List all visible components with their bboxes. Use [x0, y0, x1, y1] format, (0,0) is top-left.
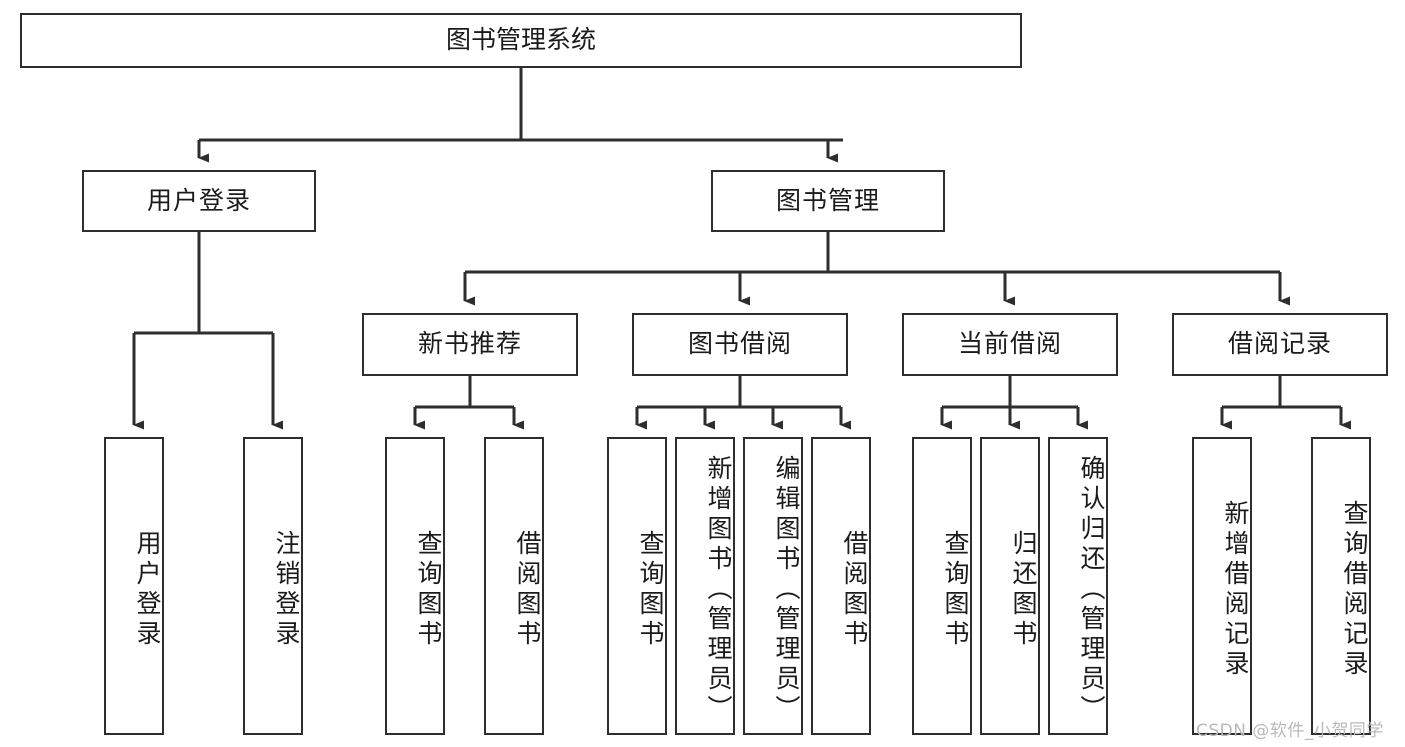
- leaf-query-book-recommend[interactable]: 查询图书: [385, 437, 445, 735]
- leaf-query-book-current[interactable]: 查询图书: [912, 437, 972, 735]
- node-label: 查询借阅记录: [1340, 500, 1369, 680]
- node-label: 归还图书: [1009, 530, 1038, 650]
- node-user-login[interactable]: 用户登录: [82, 170, 316, 232]
- node-label: 图书管理: [775, 185, 880, 215]
- node-label: 当前借阅: [957, 329, 1062, 359]
- node-label: 编辑图书（管理员）: [772, 455, 801, 725]
- node-new-book-recommend[interactable]: 新书推荐: [362, 313, 578, 376]
- node-label: 借阅图书: [840, 530, 869, 650]
- leaf-user-login[interactable]: 用户登录: [104, 437, 164, 735]
- node-label: 新书推荐: [417, 329, 522, 359]
- leaf-confirm-return-admin[interactable]: 确认归还（管理员）: [1048, 437, 1108, 735]
- node-label: 新增图书（管理员）: [704, 455, 733, 725]
- node-label: 注销登录: [272, 530, 301, 650]
- leaf-borrow-book-recommend[interactable]: 借阅图书: [484, 437, 544, 735]
- node-book-borrow[interactable]: 图书借阅: [632, 313, 848, 376]
- node-label: 查询图书: [414, 530, 443, 650]
- node-label: 查询图书: [941, 530, 970, 650]
- node-label: 用户登录: [133, 530, 162, 650]
- leaf-return-book[interactable]: 归还图书: [980, 437, 1040, 735]
- node-label: 新增借阅记录: [1221, 500, 1250, 680]
- leaf-add-borrow-record[interactable]: 新增借阅记录: [1192, 437, 1252, 735]
- leaf-logout[interactable]: 注销登录: [243, 437, 303, 735]
- node-label: 借阅记录: [1227, 329, 1332, 359]
- leaf-query-book-borrow[interactable]: 查询图书: [607, 437, 667, 735]
- node-borrow-record[interactable]: 借阅记录: [1172, 313, 1388, 376]
- node-current-borrow[interactable]: 当前借阅: [902, 313, 1118, 376]
- node-label: 图书借阅: [687, 329, 792, 359]
- node-root-book-management-system[interactable]: 图书管理系统: [20, 13, 1022, 68]
- csdn-watermark: CSDN @软件_小贺同学: [1196, 721, 1384, 741]
- node-label: 借阅图书: [513, 530, 542, 650]
- node-label: 图书管理系统: [445, 25, 596, 55]
- leaf-edit-book-admin[interactable]: 编辑图书（管理员）: [743, 437, 803, 735]
- node-book-management[interactable]: 图书管理: [711, 170, 945, 232]
- leaf-borrow-book[interactable]: 借阅图书: [811, 437, 871, 735]
- leaf-add-book-admin[interactable]: 新增图书（管理员）: [675, 437, 735, 735]
- node-label: 查询图书: [636, 530, 665, 650]
- leaf-query-borrow-record[interactable]: 查询借阅记录: [1311, 437, 1371, 735]
- node-label: 用户登录: [146, 185, 251, 215]
- node-label: 确认归还（管理员）: [1077, 455, 1106, 725]
